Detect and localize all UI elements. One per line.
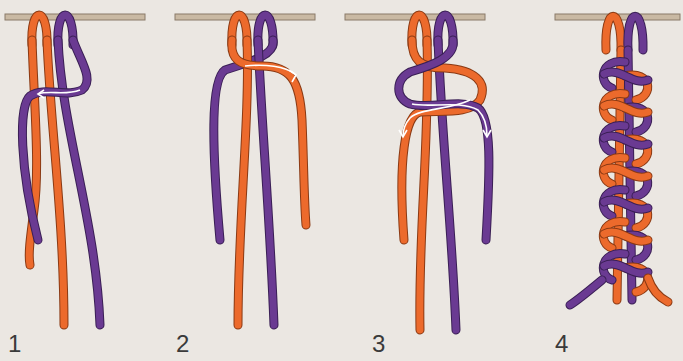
step-number: 2 [176, 332, 189, 356]
cord-loop [604, 136, 648, 145]
cord-loop [604, 72, 648, 81]
cord-loop [604, 136, 648, 145]
step-one-figure [5, 14, 145, 325]
step-number: 1 [8, 332, 21, 356]
cord-loop [604, 168, 648, 177]
cord-loop [604, 200, 648, 209]
step-number: 4 [555, 332, 568, 356]
cord-loop [604, 264, 648, 273]
cord-loop [604, 264, 648, 273]
cord-loop [604, 72, 648, 81]
step-three-figure [345, 14, 491, 330]
cord-loop [604, 232, 648, 241]
step-number: 3 [372, 332, 385, 356]
dowel [5, 14, 145, 20]
step-two-figure [175, 14, 315, 325]
cord-loop [604, 104, 648, 113]
cord-loop [604, 232, 648, 241]
cord-loop [604, 168, 648, 177]
cord-loop [604, 200, 648, 209]
cord-loop [604, 104, 648, 113]
step-four-figure [555, 14, 680, 305]
